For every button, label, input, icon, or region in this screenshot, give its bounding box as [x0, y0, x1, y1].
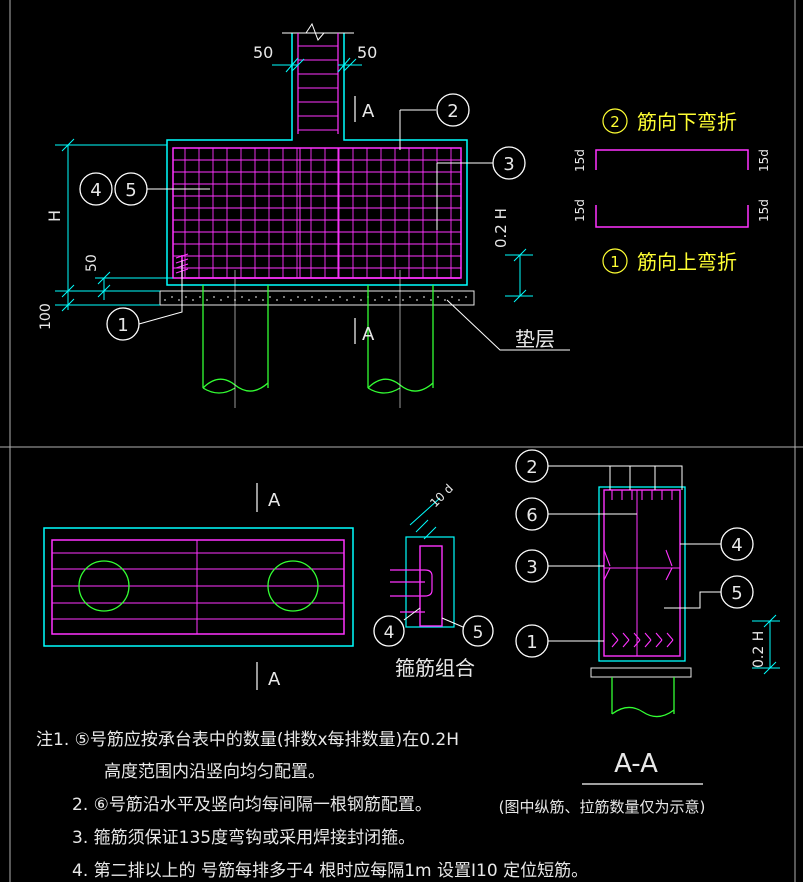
- svg-text:0.2 H: 0.2 H: [751, 631, 767, 668]
- cap-rebar-cage: [172, 147, 462, 279]
- svg-text:1: 1: [526, 632, 537, 653]
- svg-text:4: 4: [731, 535, 742, 556]
- pile-cap-elevation: 50 50 A A H 50 100 0.2 H 2: [38, 22, 570, 408]
- svg-text:5: 5: [731, 583, 742, 604]
- column-outline: [166, 33, 468, 286]
- pile-left: [202, 285, 269, 394]
- note-line-5: 4. 第二排以上的 号筋每排多于4 根时应每隔1m 设置Ⅰ10 定位短筋。: [72, 861, 588, 881]
- svg-text:15d: 15d: [573, 199, 587, 222]
- dim-100: 100: [38, 303, 54, 330]
- section-AA: 2 6 3 1 4 5 0.2 H A-A (图中纵筋、拉筋数量仅为示意): [499, 449, 780, 816]
- note-line-1: 注1. ⑤号筋应按承台表中的数量(排数x每排数量)在0.2H: [36, 730, 459, 750]
- stirrup-combination: 10 d 4 5 箍筋组合: [373, 481, 494, 680]
- plan-section-mark-top: A: [268, 490, 281, 511]
- callout-3-top: 3: [436, 146, 526, 230]
- note-line-4: 3. 箍筋须保证135度弯钩或采用焊接封闭箍。: [72, 828, 415, 848]
- bar2-bend-text: 筋向下弯折: [637, 110, 737, 134]
- svg-text:15d: 15d: [757, 199, 771, 222]
- dimension-top: [272, 57, 362, 73]
- svg-text:3: 3: [503, 154, 514, 175]
- notes: 注1. ⑤号筋应按承台表中的数量(排数x每排数量)在0.2H 高度范围内沿竖向均…: [36, 730, 588, 881]
- plan-section-mark-bottom: A: [268, 669, 281, 690]
- pile-cap-plan: A A: [43, 483, 354, 690]
- callout-2-top: 2: [399, 93, 470, 150]
- dimension-left: [55, 138, 173, 312]
- svg-text:1: 1: [610, 253, 620, 271]
- svg-text:2: 2: [447, 101, 458, 122]
- dim-H: H: [45, 210, 64, 222]
- section-mark-top: A: [362, 101, 375, 122]
- pile-right: [367, 285, 434, 394]
- svg-text:10 d: 10 d: [427, 481, 456, 510]
- svg-text:5: 5: [125, 180, 136, 201]
- section-AA-caption: (图中纵筋、拉筋数量仅为示意): [499, 798, 706, 816]
- section-mark-bottom: A: [362, 324, 375, 345]
- dim-50-vertical: 50: [84, 254, 100, 272]
- svg-text:15d: 15d: [757, 149, 771, 172]
- bar1-bend-text: 筋向上弯折: [637, 250, 737, 274]
- svg-text:15d: 15d: [573, 149, 587, 172]
- svg-text:1: 1: [117, 315, 128, 336]
- dim-50-left: 50: [253, 43, 273, 62]
- svg-text:2: 2: [610, 113, 620, 131]
- svg-text:4: 4: [384, 623, 395, 643]
- note-line-2: 高度范围内沿竖向均匀配置。: [104, 762, 325, 782]
- stirrup-combo-label: 箍筋组合: [395, 656, 475, 680]
- svg-text:6: 6: [526, 505, 537, 526]
- svg-text:5: 5: [473, 623, 484, 643]
- callout-1-top: 1: [106, 260, 183, 341]
- section-AA-title: A-A: [614, 749, 658, 779]
- svg-text:2: 2: [526, 457, 537, 478]
- note-line-3: 2. ⑥号筋沿水平及竖向均每间隔一根钢筋配置。: [72, 795, 432, 815]
- svg-text:4: 4: [90, 180, 101, 201]
- svg-text:3: 3: [526, 557, 537, 578]
- callout-4-5-top: 4 5: [79, 172, 210, 206]
- cushion-layer: [159, 290, 475, 306]
- dim-50-right: 50: [357, 43, 377, 62]
- bend-legend: 2 筋向下弯折 15d 15d 15d 15d 1 筋向上弯折: [573, 108, 771, 274]
- svg-text:垫层: 垫层: [515, 327, 555, 351]
- cushion-leader: 垫层: [446, 299, 570, 351]
- dim-0.2H-top: 0.2 H: [492, 208, 510, 248]
